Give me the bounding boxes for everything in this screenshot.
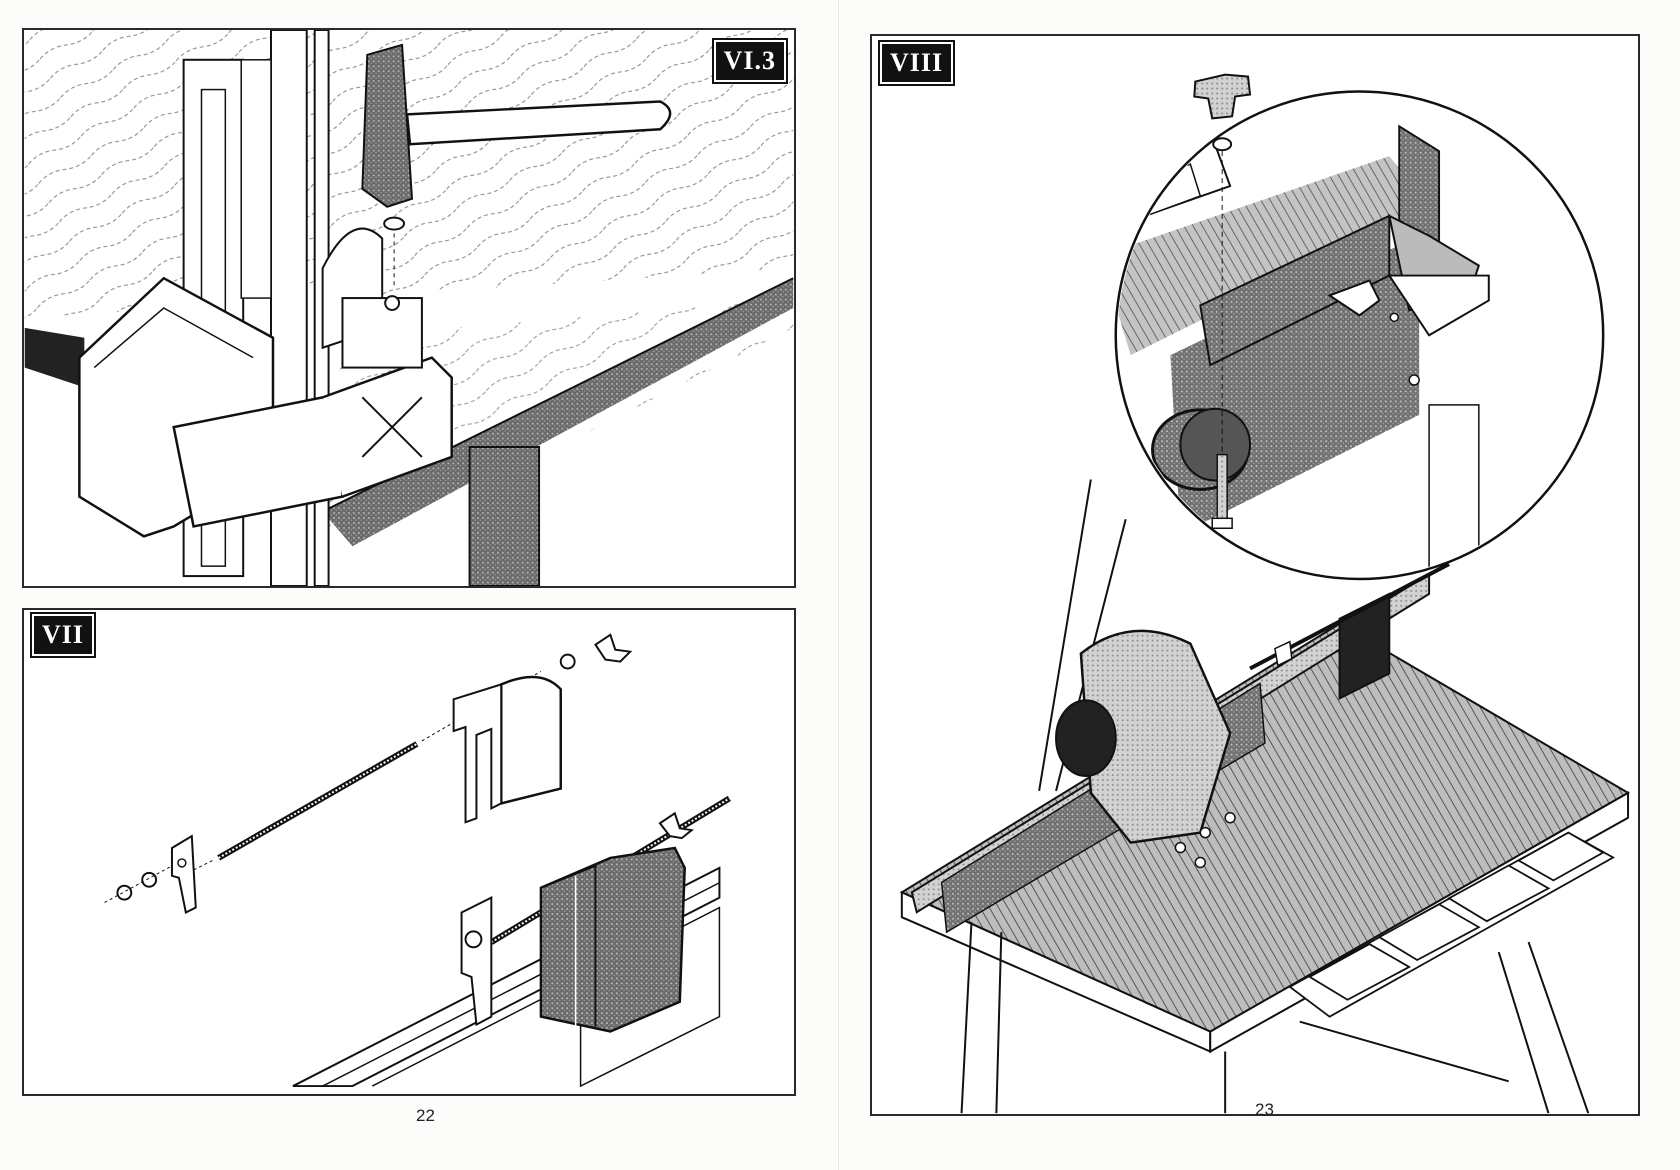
figure-vii-panel: VII (22, 608, 796, 1096)
page-fold (838, 0, 839, 1170)
figure-viii-label: VIII (877, 40, 956, 86)
figure-vi3-panel: VI.3 (22, 28, 796, 588)
page-number-left: 22 (416, 1106, 435, 1125)
figure-viii-illustration (899, 73, 1631, 1114)
page-number-right: 23 (1255, 1100, 1274, 1119)
figure-vii-illustration (104, 633, 731, 1088)
figure-vi3-illustration (24, 30, 794, 586)
figure-viii-panel: VIII (870, 34, 1640, 1116)
figure-vii-label: VII (29, 612, 97, 658)
figure-vi3-label: VI.3 (711, 38, 789, 84)
